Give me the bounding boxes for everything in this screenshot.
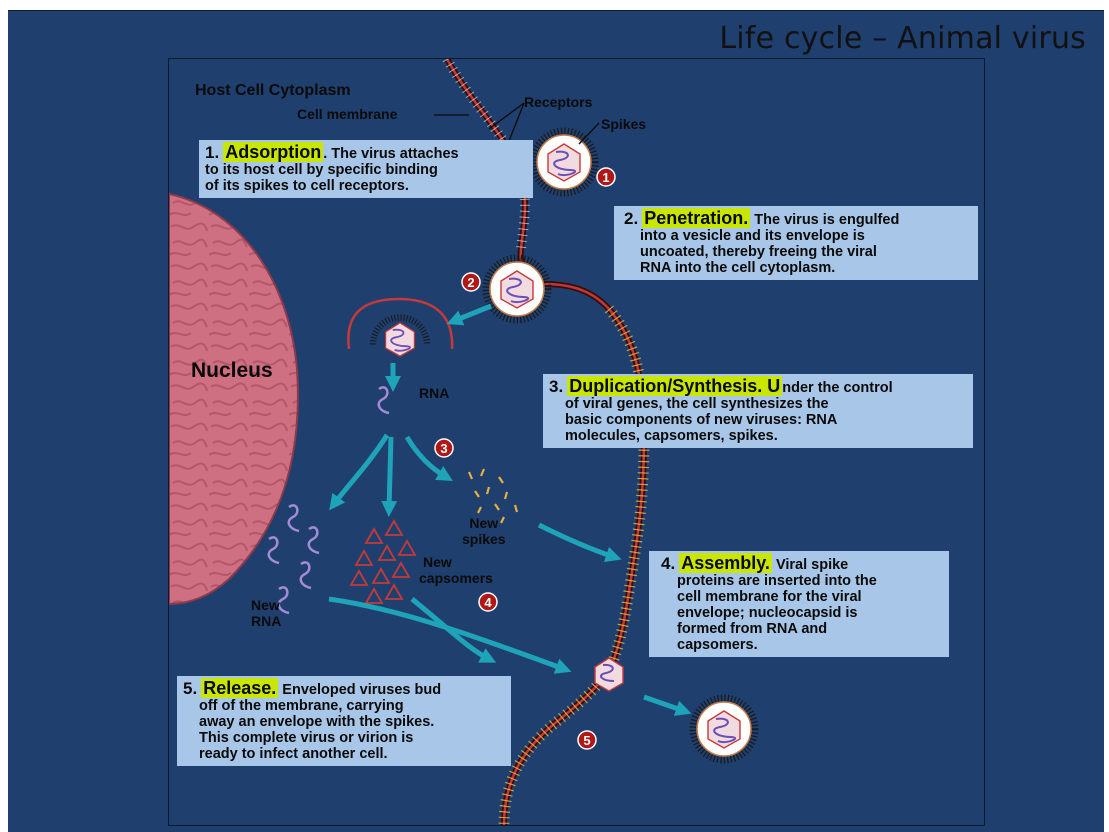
- svg-text:5: 5: [583, 733, 590, 748]
- step-4-text-line4: envelope; nucleocapsid is: [661, 605, 858, 621]
- uncoating-virion: [373, 317, 427, 356]
- svg-text:1: 1: [602, 170, 609, 185]
- nucleus-label: Nucleus: [191, 359, 273, 383]
- step-3-number: 3.: [549, 377, 563, 396]
- new-spikes-label-line1: New: [462, 515, 506, 531]
- step-4-text-line6: capsomers.: [661, 637, 758, 653]
- receptors-label: Receptors: [524, 94, 592, 110]
- step-2-penetration-box: 2. Penetration. The virus is engulfed in…: [614, 206, 978, 280]
- step-5-text-line1: Enveloped viruses bud: [278, 682, 441, 698]
- step-1-adsorption-box: 1. Adsorption. The virus attaches to its…: [199, 140, 533, 198]
- step-5-number: 5.: [183, 679, 197, 698]
- new-spikes-label-line2: spikes: [462, 531, 506, 547]
- svg-text:3: 3: [440, 441, 447, 456]
- slide-title: Life cycle – Animal virus: [719, 21, 1086, 56]
- step-1-text-line3: of its spikes to cell receptors.: [205, 178, 409, 194]
- step-1-number: 1.: [205, 143, 219, 162]
- flow-arrows: [329, 306, 684, 711]
- step-3-text-line2: of viral genes, the cell synthesizes the: [549, 396, 829, 412]
- step-1-text-line1: . The virus attaches: [323, 146, 458, 162]
- step-4-heading: Assembly.: [679, 553, 772, 573]
- virus-life-cycle-figure: 1 2 3 4 5 Host Cell Cytoplasm Cell membr…: [168, 58, 985, 826]
- step-2-text-line3: uncoated, thereby freeing the viral: [624, 244, 877, 260]
- new-capsomers-label: New capsomers: [419, 554, 493, 586]
- step-4-text-line1: Viral spike: [772, 557, 848, 573]
- step-4-number: 4.: [661, 554, 675, 573]
- new-rna-label-line2: RNA: [251, 613, 281, 629]
- step-4-text-line2: proteins are inserted into the: [661, 573, 877, 589]
- svg-text:4: 4: [484, 595, 492, 610]
- virion-adsorbing: [533, 131, 595, 193]
- step-5-text-line4: This complete virus or virion is: [183, 730, 413, 746]
- cell-membrane-label: Cell membrane: [297, 106, 397, 122]
- new-capsomers-group: [351, 521, 415, 603]
- rna-strand: [379, 387, 389, 413]
- step-5-text-line3: away an envelope with the spikes.: [183, 714, 434, 730]
- slide: Life cycle – Animal virus: [8, 10, 1104, 832]
- rna-label: RNA: [419, 385, 449, 401]
- host-cell-cytoplasm-label: Host Cell Cytoplasm: [195, 83, 351, 99]
- step-1-text-line2: to its host cell by specific binding: [205, 162, 438, 178]
- virion-budding: [595, 658, 623, 691]
- svg-text:2: 2: [467, 275, 474, 290]
- step-2-text-line2: into a vesicle and its envelope is: [624, 228, 865, 244]
- step-markers: 1 2 3 4 5: [435, 168, 615, 749]
- step-4-assembly-box: 4. Assembly. Viral spike proteins are in…: [649, 551, 949, 657]
- new-spikes-label: New spikes: [462, 515, 506, 547]
- step-2-text-line1: The virus is engulfed: [750, 212, 899, 228]
- step-2-heading: Penetration.: [642, 208, 750, 228]
- step-5-text-line5: ready to infect another cell.: [183, 746, 388, 762]
- step-3-text-line4: molecules, capsomers, spikes.: [549, 428, 778, 444]
- step-5-text-line2: off of the membrane, carrying: [183, 698, 404, 714]
- new-capsomers-label-line1: New: [419, 554, 493, 570]
- spikes-label: Spikes: [601, 116, 646, 132]
- step-5-heading: Release.: [201, 678, 278, 698]
- step-2-number: 2.: [624, 209, 638, 228]
- virion-released: [693, 698, 755, 760]
- new-capsomers-label-line2: capsomers: [419, 570, 493, 586]
- virion-penetrating: [486, 258, 548, 320]
- step-2-text-line4: RNA into the cell cytoplasm.: [624, 260, 835, 276]
- step-3-heading: Duplication/Synthesis. U: [567, 376, 782, 396]
- new-rna-label: New RNA: [251, 597, 281, 629]
- step-4-text-line3: cell membrane for the viral: [661, 589, 862, 605]
- step-1-heading: Adsorption: [223, 142, 323, 162]
- step-3-text-line3: basic components of new viruses: RNA: [549, 412, 837, 428]
- step-3-text-line1: nder the control: [782, 380, 892, 396]
- new-rna-label-line1: New: [251, 597, 281, 613]
- step-5-release-box: 5. Release. Enveloped viruses bud off of…: [177, 676, 511, 766]
- step-4-text-line5: formed from RNA and: [661, 621, 827, 637]
